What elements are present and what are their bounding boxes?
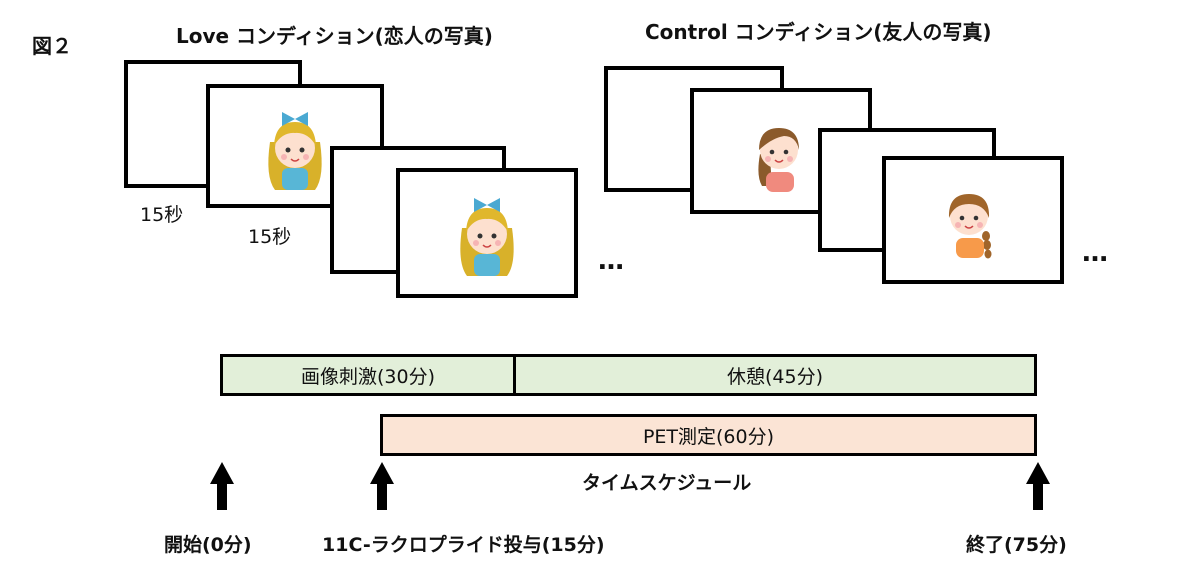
love-ellipsis: … [598,246,625,276]
love-frame-photo-2 [396,168,578,298]
love-frame-photo-1 [206,84,384,208]
end-arrow-icon [1026,462,1050,510]
pet-bar-label: PET測定(60分) [642,425,775,448]
pet-bar: PET測定(60分) [380,414,1037,456]
figure-label: 図２ [32,34,72,58]
girl-brown-hair-icon [758,128,799,192]
duration-label-2: 15秒 [248,226,292,248]
love-condition-title: Love コンディション(恋人の写真) [176,24,493,48]
end-label: 終了(75分) [966,534,1067,556]
control-frame-photo-2 [882,156,1064,284]
start-arrow-icon [210,462,234,510]
stimulus-bar: 画像刺激(30分) [220,354,516,396]
girl-braid-icon [948,194,992,259]
duration-label-1: 15秒 [140,204,184,226]
injection-label: 11C-ラクロプライド投与(15分) [322,534,605,556]
girl-blonde-bow-icon [268,112,322,190]
stimulus-bar-label: 画像刺激(30分) [300,365,435,388]
control-condition-title: Control コンディション(友人の写真) [645,20,992,44]
rest-bar: 休憩(45分) [513,354,1037,396]
schedule-label: タイムスケジュール [582,472,752,494]
injection-arrow-icon [370,462,394,510]
control-ellipsis: … [1082,238,1109,268]
rest-bar-label: 休憩(45分) [726,365,823,388]
start-label: 開始(0分) [164,534,252,556]
girl-blonde-bow-icon [460,198,514,276]
